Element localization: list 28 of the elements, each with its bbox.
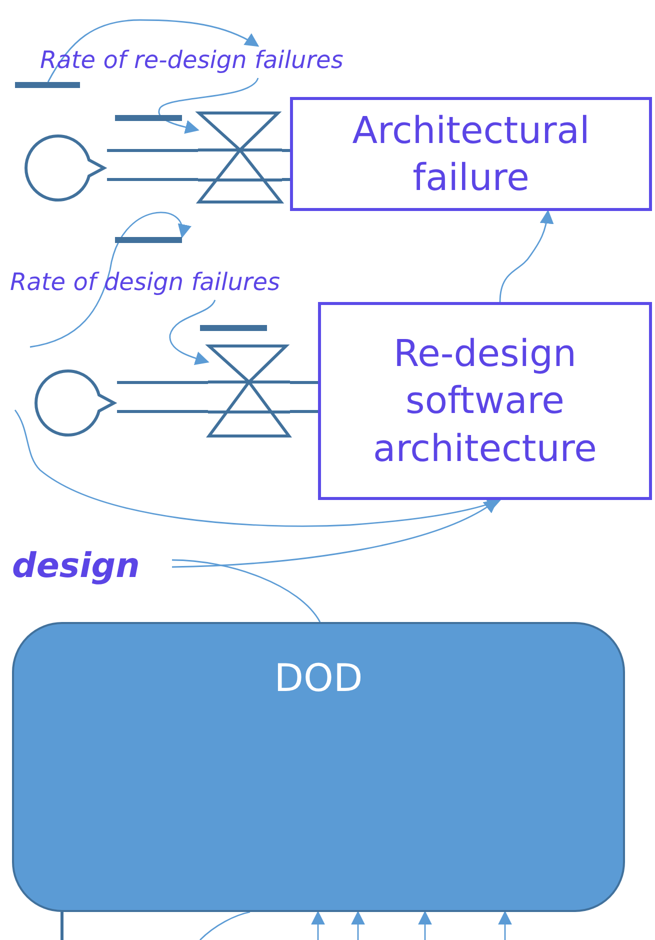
bar-mark <box>200 325 267 331</box>
stock-name: Architectural failure <box>351 108 591 201</box>
arrow <box>158 78 259 134</box>
bar-mark <box>115 115 182 121</box>
arrow <box>30 212 190 348</box>
stock-box <box>318 302 652 500</box>
variable-label: design <box>12 546 172 590</box>
arrow <box>311 910 325 940</box>
arrow <box>14 410 502 527</box>
arrow <box>47 19 260 82</box>
flow-pipe <box>290 381 318 413</box>
rounded-box <box>12 622 625 912</box>
stock-name: Re-design software architecture <box>372 330 598 472</box>
bar-mark <box>115 237 182 243</box>
arrow <box>169 300 216 366</box>
connector-line <box>200 911 250 940</box>
bar-mark <box>15 82 80 88</box>
flow-pipe <box>282 149 290 181</box>
stock-box <box>290 97 652 211</box>
arrow <box>351 910 365 940</box>
valve-symbol <box>198 112 282 203</box>
arrow <box>499 210 554 302</box>
box-title: DOD <box>274 656 363 700</box>
connector-line <box>60 912 64 940</box>
arrow <box>418 910 432 940</box>
connector-line <box>172 559 321 622</box>
valve-symbol <box>208 345 290 437</box>
arrow <box>498 910 512 940</box>
